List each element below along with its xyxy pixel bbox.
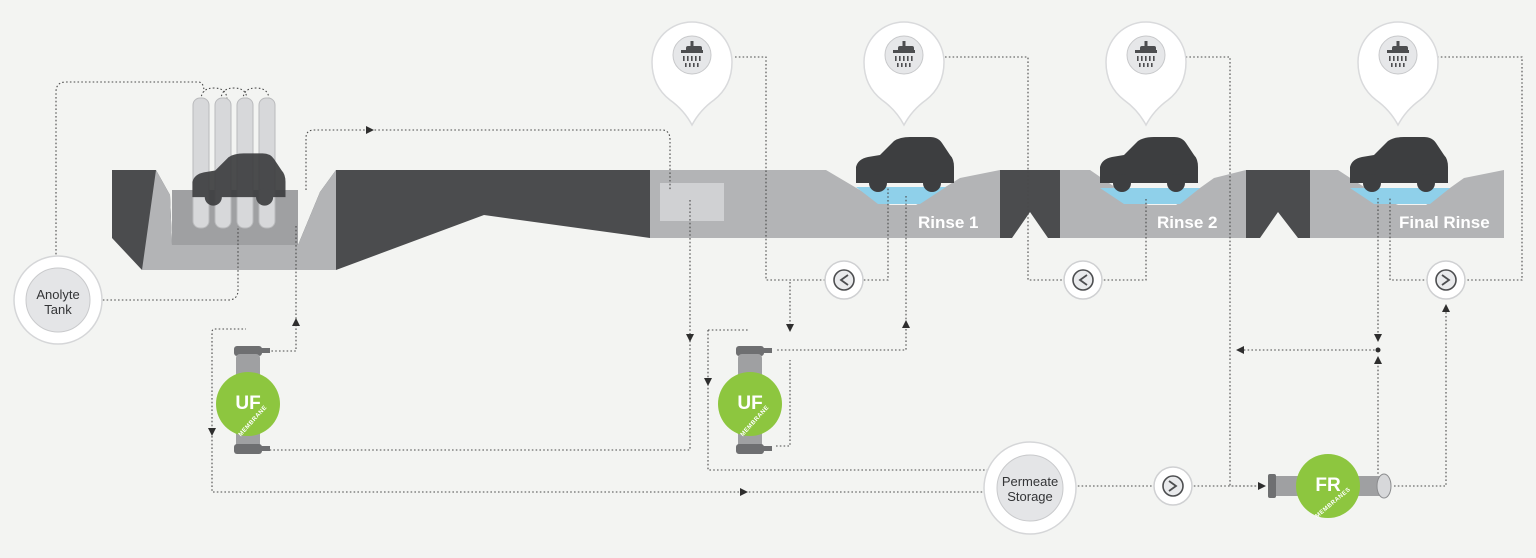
ecoat-bath-shade [172,190,298,245]
rinse1-tank [726,170,1000,238]
uf-membrane-2: UF MEMBRANE [718,346,782,454]
final-rinse-tank [1310,170,1504,238]
flow-lines [55,56,1523,493]
pump-icon [1063,260,1103,300]
uf2-label: UF [737,393,762,414]
anolyte-tank-label-2: Tank [44,302,72,317]
pump-icon [1426,260,1466,300]
uf1-label: UF [235,393,260,414]
rinse2-tank [1060,170,1246,238]
transition-sump [660,183,724,221]
car-icon [1350,137,1448,192]
permeate-storage-tank: Permeate Storage [983,441,1077,535]
pump-icon [1153,466,1193,506]
fr-membrane: FR MEMBRANES [1268,454,1392,520]
final-rinse-spray-callout [1357,21,1439,126]
anode-tube [192,97,210,229]
anolyte-tank: Anolyte Tank [13,255,103,345]
fr-label: FR [1315,475,1341,496]
flow-arrows [208,126,1450,496]
pump-icon [824,260,864,300]
divider-1 [1000,170,1060,238]
rinse1-spray-callout [651,21,733,126]
final-rinse-label: Final Rinse [1399,213,1490,232]
rinse1b-spray-callout [863,21,945,126]
rinse2-water [1100,188,1200,204]
car-icon [1100,137,1198,192]
divider-2 [1246,170,1310,238]
uf-membrane-1: UF MEMBRANE [216,346,280,454]
tank-line: Rinse 1 Rinse 2 Final Rinse [112,170,1504,270]
final-rinse-water [1350,188,1450,204]
car-icon [856,137,954,192]
permeate-label-1: Permeate [1002,474,1058,489]
rinse1-label: Rinse 1 [918,213,978,232]
rinse2-label: Rinse 2 [1157,213,1217,232]
permeate-label-2: Storage [1007,489,1053,504]
rinse2-spray-callout [1105,21,1187,126]
anolyte-tank-label-1: Anolyte [36,287,79,302]
